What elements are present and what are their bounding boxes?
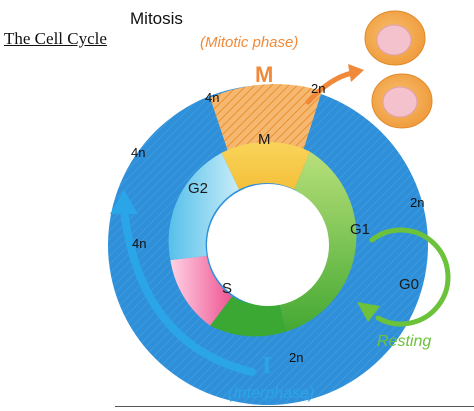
mitosis-outer-band — [210, 84, 322, 154]
ploidy-bottom: 2n — [289, 350, 304, 365]
interphase-caption: (Interphase) — [228, 385, 315, 402]
g1-segment — [279, 151, 357, 332]
ploidy-left-upper: 4n — [131, 145, 146, 160]
s-segment — [170, 256, 232, 326]
daughter-nucleus-top — [376, 24, 412, 56]
resting-caption: Resting — [377, 333, 432, 350]
g0-phase-label: G0 — [399, 276, 420, 293]
ploidy-right: 2n — [410, 195, 425, 210]
mitosis-big-m: M — [255, 62, 274, 87]
mitosis-exit-arrow — [305, 70, 355, 105]
mitotic-phase-caption: (Mitotic phase) — [200, 34, 299, 51]
ploidy-left-lower: 4n — [132, 236, 147, 251]
m-segment — [221, 141, 311, 190]
interphase-arrow — [120, 206, 256, 376]
g1-lower-segment — [210, 296, 286, 337]
interphase-big-i: I — [262, 353, 272, 379]
g2-segment — [168, 152, 239, 260]
g2-phase-label: G2 — [188, 180, 209, 197]
mitosis-arrowhead — [348, 64, 364, 82]
diagram-title: The Cell Cycle — [4, 29, 107, 48]
g0-arrowhead — [357, 302, 380, 322]
g1-phase-label: G1 — [350, 221, 371, 238]
m-phase-label: M — [258, 131, 271, 148]
daughter-nucleus-bottom — [382, 86, 418, 118]
g0-loop — [369, 227, 451, 327]
ploidy-top-right: 2n — [311, 81, 326, 96]
ring-center — [207, 184, 329, 306]
mitosis-heading: Mitosis — [130, 9, 183, 28]
ploidy-top-left: 4n — [205, 90, 220, 105]
interphase-arrowhead — [110, 190, 138, 214]
divider-line — [115, 406, 474, 407]
s-phase-label: S — [222, 280, 233, 297]
